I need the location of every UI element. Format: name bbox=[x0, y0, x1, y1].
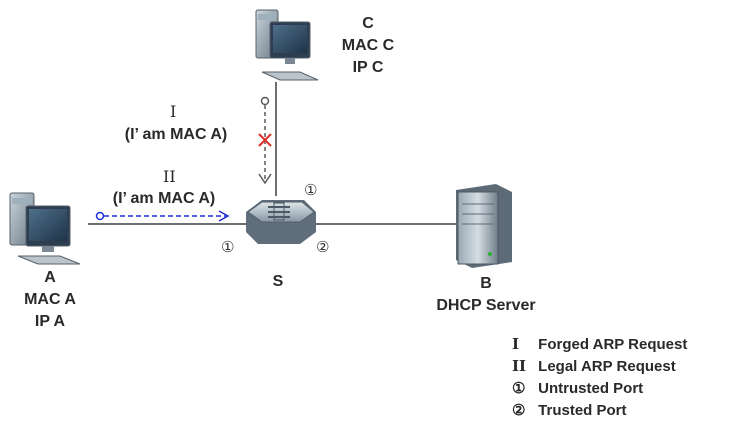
forged-message-numeral: I bbox=[170, 102, 177, 121]
host-b-server-icon bbox=[456, 184, 512, 268]
host-a-icon bbox=[9, 192, 81, 265]
legend-symbol: II bbox=[512, 357, 527, 375]
legal-arp-arrow bbox=[95, 210, 230, 222]
legend-label: Legal ARP Request bbox=[538, 358, 676, 375]
host-b-name: B bbox=[480, 275, 492, 292]
blocked-x-mark bbox=[258, 133, 272, 147]
host-c-icon bbox=[255, 9, 319, 81]
forged-arp-arrow bbox=[258, 96, 272, 185]
legend-label: Trusted Port bbox=[538, 402, 627, 419]
legend-symbol: I bbox=[512, 335, 520, 353]
legend-symbol: ② bbox=[512, 401, 526, 419]
switch-s-icon bbox=[246, 200, 316, 244]
forged-message-text: (I’ am MAC A) bbox=[124, 126, 228, 143]
host-a-ip: IP A bbox=[34, 313, 66, 330]
host-c-mac: MAC C bbox=[341, 37, 395, 54]
legend-item-legal: II Legal ARP Request bbox=[512, 355, 737, 377]
host-c-name: C bbox=[362, 15, 374, 32]
port-marker-top: ① bbox=[304, 182, 318, 199]
host-b-role: DHCP Server bbox=[436, 297, 536, 314]
legend: I Forged ARP Request II Legal ARP Reques… bbox=[512, 333, 737, 421]
port-marker-right: ② bbox=[316, 239, 330, 256]
legend-item-forged: I Forged ARP Request bbox=[512, 333, 737, 355]
legal-message-text: (I’ am MAC A) bbox=[112, 190, 216, 207]
port-marker-left: ① bbox=[221, 239, 235, 256]
host-a-name: A bbox=[44, 269, 56, 286]
legend-symbol: ① bbox=[512, 379, 526, 397]
switch-s-name: S bbox=[272, 273, 284, 290]
legal-message-numeral: II bbox=[163, 167, 176, 186]
host-a-mac: MAC A bbox=[24, 291, 76, 308]
legend-label: Forged ARP Request bbox=[538, 336, 688, 353]
host-c-ip: IP C bbox=[352, 59, 384, 76]
legend-item-trusted: ② Trusted Port bbox=[512, 399, 737, 421]
legend-label: Untrusted Port bbox=[538, 380, 644, 397]
legend-item-untrusted: ① Untrusted Port bbox=[512, 377, 737, 399]
